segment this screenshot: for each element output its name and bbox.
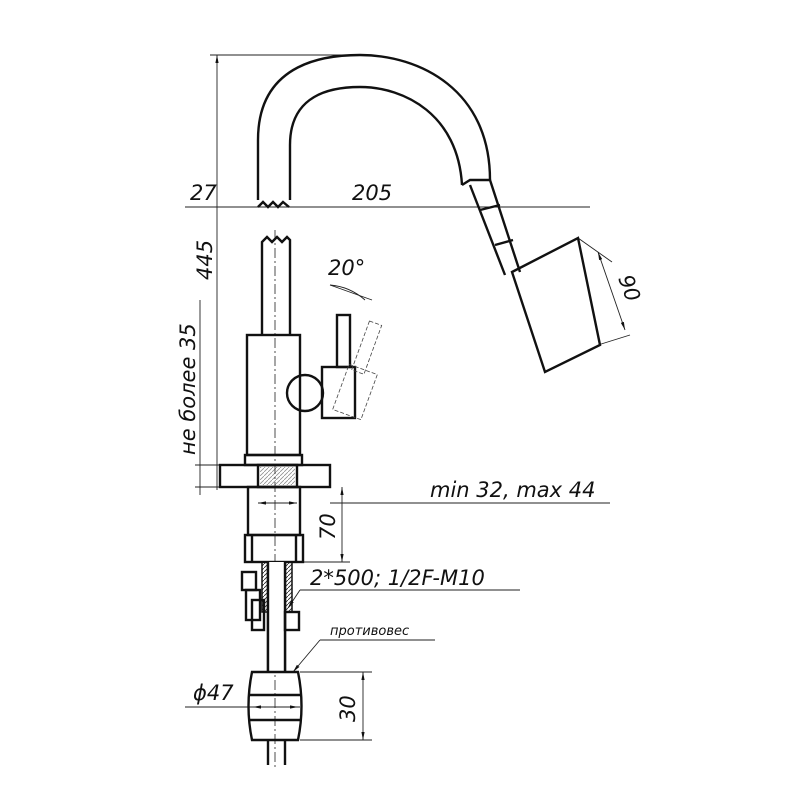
counterweight	[247, 670, 303, 765]
dim-max-thickness-label: не более 35	[176, 323, 200, 455]
dim-head-label: 90	[613, 272, 645, 305]
counterweight-label: противовес	[330, 624, 409, 639]
shower-head	[510, 236, 602, 374]
dim-weight-height-label: 30	[336, 695, 360, 722]
dim-height-label: 445	[193, 240, 217, 280]
dimension-lines	[185, 54, 631, 770]
hoses-label: 2*500; 1/2F-M10	[310, 566, 485, 590]
dim-reach-label: 205	[352, 181, 392, 205]
hoses	[240, 561, 301, 672]
spout	[256, 53, 602, 374]
faucet-body	[218, 235, 383, 564]
dim-weight-diameter-label: ϕ47	[193, 681, 234, 705]
dim-offset-label: 27	[190, 181, 217, 205]
dim-shank-label: 70	[316, 513, 340, 540]
dim-angle-label: 20°	[328, 256, 365, 280]
dim-countertop-label: min 32, max 44	[430, 478, 596, 502]
